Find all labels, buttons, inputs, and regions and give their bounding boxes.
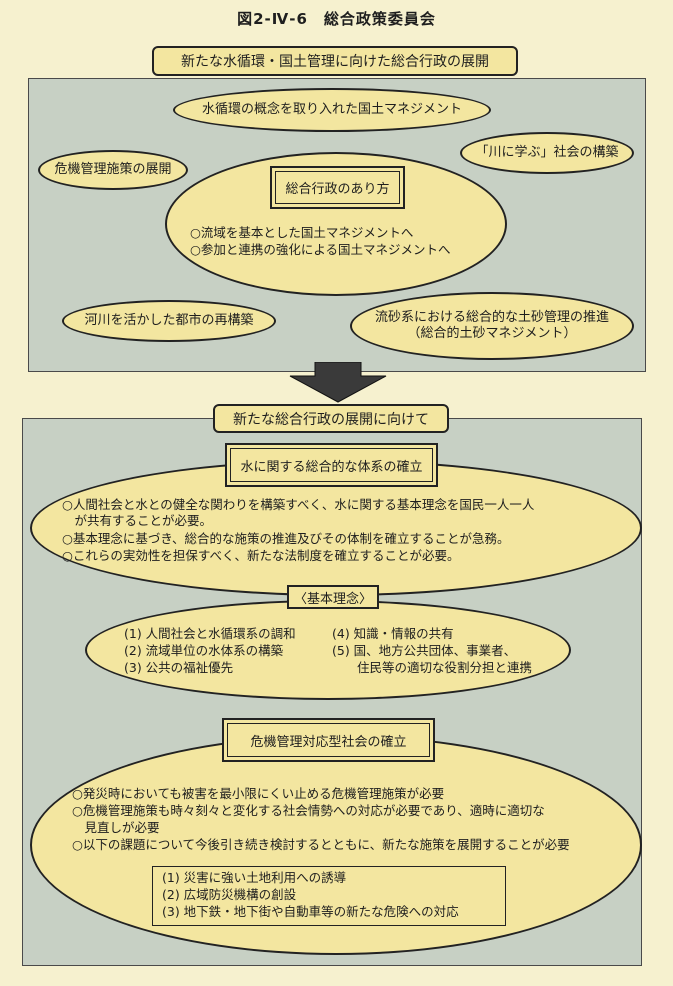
ellipse-learn-from-rivers: 「川に学ぶ」社会の構築 <box>460 132 634 174</box>
crisis-item: ○発災時においても被害を最小限にくい止める危機管理施策が必要 <box>72 786 445 801</box>
crisis-item: 見直しが必要 <box>72 820 160 835</box>
crisis-item: ○危機管理施策も時々刻々と変化する社会情勢への対応が必要であり、適時に適切な <box>72 803 545 818</box>
crisis-item: ○以下の課題について今後引き続き検討するとともに、新たな施策を展開することが必要 <box>72 837 570 852</box>
task-item: (1) 災害に強い土地利用への誘導 <box>162 870 347 885</box>
ellipse-urban-rebuild: 河川を活かした都市の再構築 <box>62 300 276 342</box>
tasks-box <box>152 866 506 926</box>
task-item: (2) 広域防災機構の創設 <box>162 887 297 902</box>
section1-label: 新たな水循環・国土管理に向けた総合行政の展開 <box>152 46 518 76</box>
ellipse-principles <box>85 600 571 700</box>
water-item: が共有することが必要。 <box>62 513 213 528</box>
crisis-heading: 危機管理対応型社会の確立 <box>222 718 435 762</box>
principle-item: (3) 公共の福祉優先 <box>124 660 234 675</box>
principle-item: 住民等の適切な役割分担と連携 <box>332 660 533 675</box>
water-item: ○基本理念に基づき、総合的な施策の推進及びその体制を確立することが急務。 <box>62 531 510 546</box>
water-item: ○これらの実効性を担保すべく、新たな法制度を確立することが必要。 <box>62 548 460 563</box>
section2-label: 新たな総合行政の展開に向けて <box>213 404 449 433</box>
task-item: (3) 地下鉄・地下街や自動車等の新たな危険への対応 <box>162 904 459 919</box>
ellipse-water-cycle: 水循環の概念を取り入れた国土マネジメント <box>173 88 491 132</box>
center-item: ○流域を基本とした国土マネジメントへ <box>190 225 414 240</box>
sediment-line: 流砂系における総合的な土砂管理の推進 <box>374 310 609 325</box>
principle-item: (4) 知識・情報の共有 <box>332 626 454 641</box>
sediment-line: （総合的土砂マネジメント） <box>407 326 577 341</box>
center-item: ○参加と連携の強化による国土マネジメントへ <box>190 242 451 257</box>
principle-item: (5) 国、地方公共団体、事業者、 <box>332 643 517 658</box>
center-heading: 総合行政のあり方 <box>270 166 405 209</box>
ellipse-crisis-management: 危機管理施策の展開 <box>38 150 188 190</box>
principle-item: (1) 人間社会と水循環系の調和 <box>124 626 296 641</box>
principle-item: (2) 流域単位の水体系の構築 <box>124 643 284 658</box>
water-item: ○人間社会と水との健全な関わりを構築すべく、水に関する基本理念を国民一人一人 <box>62 497 535 512</box>
water-heading: 水に関する総合的な体系の確立 <box>225 443 438 487</box>
figure-title: 図2-Ⅳ-6 総合政策委員会 <box>237 10 436 28</box>
down-arrow-icon <box>289 362 387 403</box>
principles-heading: 〈基本理念〉 <box>287 585 379 609</box>
ellipse-sediment: 流砂系における総合的な土砂管理の推進 （総合的土砂マネジメント） <box>350 292 634 360</box>
